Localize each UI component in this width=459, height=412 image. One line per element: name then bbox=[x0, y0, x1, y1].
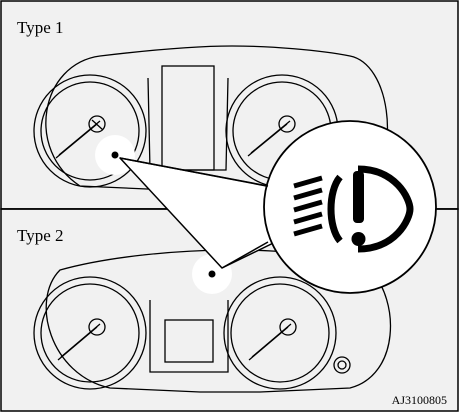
callout-bubble bbox=[119, 120, 437, 294]
right-needle-type1 bbox=[247, 115, 296, 157]
indicator-dot-type1 bbox=[111, 151, 119, 159]
indicator-dot-type2 bbox=[208, 270, 216, 278]
type1-label: Type 1 bbox=[17, 18, 64, 37]
left-needle-type1 bbox=[55, 115, 106, 159]
center-display-type1 bbox=[161, 65, 215, 171]
right-needle-type2 bbox=[248, 318, 297, 361]
headlight-leveling-warning-icon bbox=[293, 165, 414, 253]
cluster-type2 bbox=[33, 249, 392, 393]
center-display-type2 bbox=[164, 319, 214, 363]
left-gauge-type2 bbox=[33, 276, 147, 390]
right-gauge-type2 bbox=[223, 276, 337, 390]
reference-code: AJ3100805 bbox=[391, 393, 447, 407]
left-gauge-type1 bbox=[33, 74, 147, 188]
trip-knob-type2 bbox=[333, 356, 351, 374]
left-needle-type2 bbox=[57, 318, 106, 361]
cluster-type1-bezel bbox=[45, 45, 388, 191]
type2-label: Type 2 bbox=[17, 226, 64, 245]
